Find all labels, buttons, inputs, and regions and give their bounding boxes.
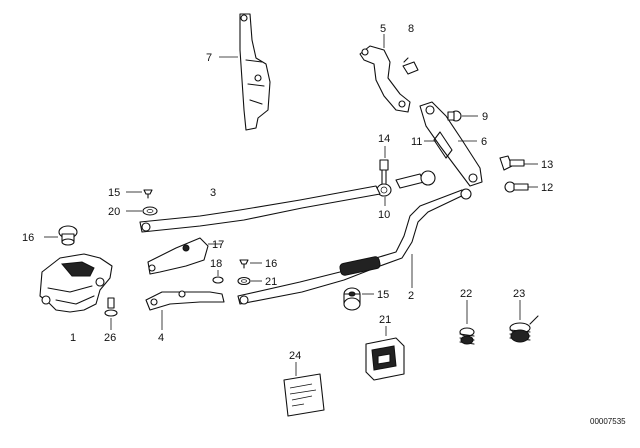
callouts: 7 5 8 9 11 6 14 13 12 3 15 20 10 16 17 1… [22,23,553,362]
callout-22: 21 [379,314,391,326]
callout-5: 5 [380,23,386,35]
part-25-label [283,373,325,417]
part-22-switch [365,337,405,381]
part-5-link [359,45,411,113]
callout-9: 9 [482,111,488,123]
part-16a-screw [143,189,153,199]
callout-4: 4 [158,332,164,344]
part-10-bushing [376,183,392,197]
part-26-screw [104,297,118,317]
callout-15: 15 [377,289,389,301]
callout-19: 18 [210,258,222,270]
part-19-washer [212,276,224,284]
part-2-shift-rod [237,188,472,305]
part-24-spring [509,315,539,343]
callout-24: 23 [513,288,525,300]
callout-14: 14 [378,133,390,145]
part-16b-screw [239,259,249,269]
part-9-bolt [447,110,462,122]
part-13-bolt [499,155,525,171]
part-20-washer [142,206,158,216]
callout-1: 1 [70,332,76,344]
callout-3: 3 [210,187,216,199]
part-4-link [145,290,225,311]
callout-16a: 15 [108,187,120,199]
part-12-bolt [504,181,529,193]
callout-18: 17 [212,239,224,251]
part-18-plate [147,237,209,275]
callout-8: 8 [408,23,414,35]
callout-25: 24 [289,350,301,362]
part-6-lever [419,101,483,187]
part-23-spring [459,327,475,345]
diagram-code: 00007535 [590,417,626,426]
callout-23: 22 [460,288,472,300]
callout-6: 6 [481,136,487,148]
part-17-knob [58,225,78,246]
part-21-washer [237,276,251,286]
callout-16b: 16 [265,258,277,270]
callout-12: 12 [541,182,553,194]
callout-2: 2 [408,290,414,302]
callout-11: 11 [411,136,422,148]
part-8-screw [402,57,419,75]
callout-13: 13 [541,159,553,171]
callout-7: 7 [206,52,212,64]
callout-10: 10 [378,209,390,221]
callout-20: 20 [108,206,120,218]
part-15-bushing [343,287,361,311]
part-1-housing [39,253,113,313]
part-7-bracket [239,13,271,131]
ball-joint [395,170,436,189]
callout-21: 21 [265,276,277,288]
part-3-rod [139,185,381,233]
callout-17: 16 [22,232,34,244]
callout-26: 26 [104,332,116,344]
